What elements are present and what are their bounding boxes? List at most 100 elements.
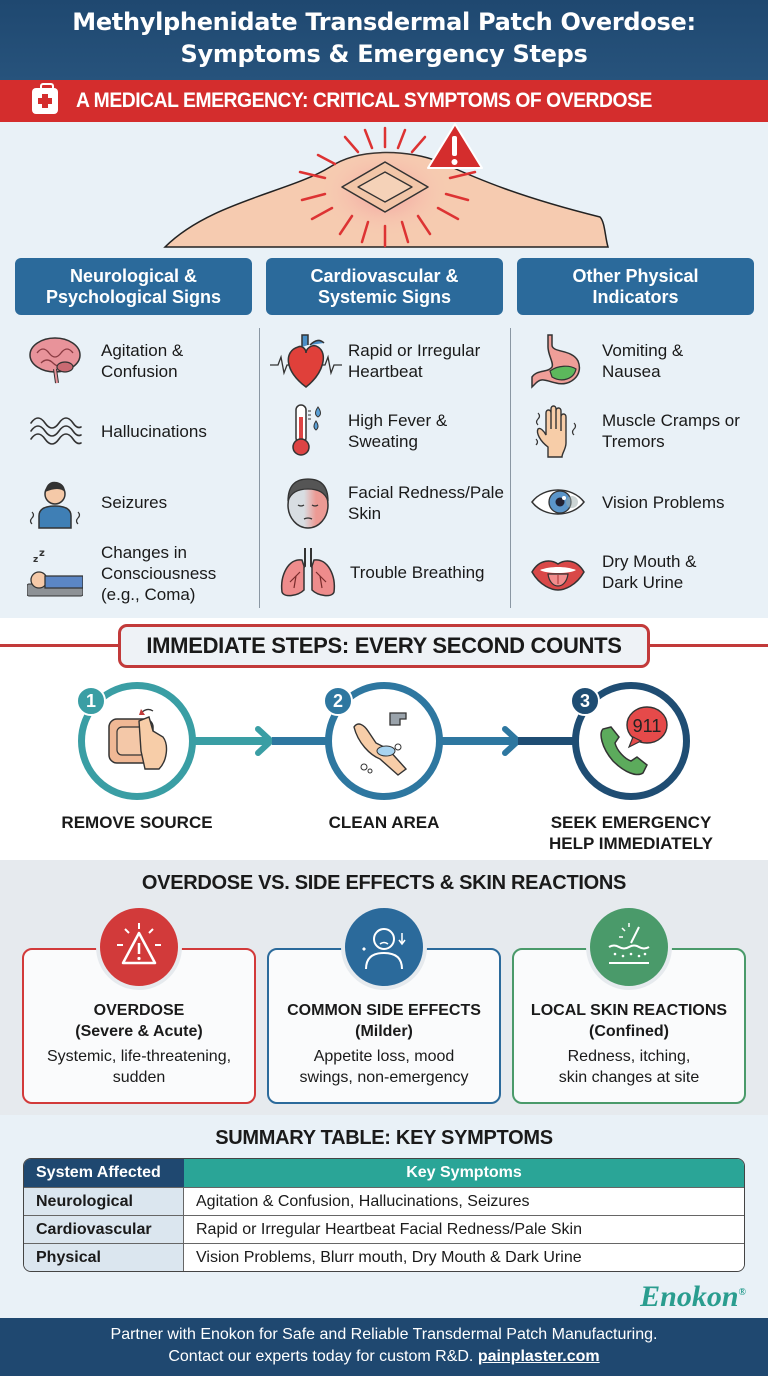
- footer-line-2-text: Contact our experts today for custom R&D…: [168, 1348, 474, 1365]
- symptom-label: Hallucinations: [101, 421, 207, 441]
- summary-title: SUMMARY TABLE: KEY SYMPTOMS: [215, 1127, 553, 1149]
- arrow-connector: [188, 737, 268, 745]
- symptom-fever: High Fever & Sweating: [282, 403, 468, 459]
- category-cardiovascular-header: Cardiovascular & Systemic Signs: [266, 258, 503, 315]
- table-header-row: System Affected Key Symptoms: [24, 1159, 744, 1187]
- stomach-icon: [530, 333, 586, 389]
- step-label: REMOVE SOURCE: [61, 813, 213, 832]
- brain-icon: [27, 333, 83, 389]
- table-cell-system: Cardiovascular: [24, 1215, 184, 1243]
- symptom-breathing: Trouble Breathing: [276, 544, 485, 600]
- card-description: Systemic, life-threatening, sudden: [46, 1048, 232, 1086]
- arrow-connector: [440, 737, 515, 745]
- table-row: Physical Vision Problems, Blurr mouth, D…: [24, 1243, 744, 1271]
- symptom-heartbeat: Rapid or Irregular Heartbeat: [270, 333, 488, 389]
- symptom-label: High Fever & Sweating: [348, 411, 448, 451]
- brand-name: Enokon: [640, 1280, 739, 1313]
- website-link[interactable]: painplaster.com: [477, 1348, 600, 1365]
- card-subtitle: (Confined): [589, 1023, 669, 1040]
- svg-text:z: z: [39, 548, 45, 559]
- symptom-label: Vision Problems: [602, 492, 725, 512]
- card-title: OVERDOSE: [93, 1002, 185, 1019]
- column-header: System Affected: [24, 1159, 184, 1187]
- table-cell-symptoms: Vision Problems, Blurr mouth, Dry Mouth …: [184, 1243, 744, 1271]
- step-2-clean-area: [325, 682, 443, 800]
- warning-triangle-icon: [96, 904, 182, 990]
- card-title: LOCAL SKIN REACTIONS: [530, 1002, 728, 1019]
- waves-icon: [27, 403, 83, 459]
- patch-on-skin-warning-icon: [163, 123, 610, 248]
- emergency-banner: A MEDICAL EMERGENCY: CRITICAL SYMPTOMS O…: [0, 80, 768, 122]
- column-header: Key Symptoms: [184, 1159, 744, 1187]
- category-physical-header: Other Physical Indicators: [517, 258, 754, 315]
- title-line-1: Methylphenidate Transdermal Patch Overdo…: [72, 8, 696, 36]
- symptom-hallucinations: Hallucinations: [27, 403, 207, 459]
- mouth-icon: [530, 544, 586, 600]
- table-cell-system: Physical: [24, 1243, 184, 1271]
- phone-911-icon: 911: [600, 706, 668, 776]
- brand-logo: Enokon®: [640, 1280, 746, 1314]
- steps-title: IMMEDIATE STEPS: EVERY SECOND COUNTS: [118, 624, 650, 668]
- page-title: Methylphenidate Transdermal Patch Overdo…: [0, 6, 768, 70]
- first-aid-kit-icon: [32, 83, 58, 114]
- symptom-label: Facial Redness/Pale Skin: [348, 483, 504, 523]
- registered-mark: ®: [738, 1287, 746, 1298]
- page-header: Methylphenidate Transdermal Patch Overdo…: [0, 0, 768, 80]
- sad-person-icon: [341, 904, 427, 990]
- summary-table: System Affected Key Symptoms Neurologica…: [23, 1158, 745, 1272]
- skin-layers-icon: [586, 904, 672, 990]
- card-description: Appetite loss, mood swings, non-emergenc…: [299, 1048, 469, 1086]
- symptom-label: Trouble Breathing: [350, 562, 485, 582]
- shaking-person-icon: [27, 474, 83, 530]
- card-description: Redness, itching, skin changes at site: [558, 1048, 700, 1086]
- table-row: Cardiovascular Rapid or Irregular Heartb…: [24, 1215, 744, 1243]
- card-title: COMMON SIDE EFFECTS: [287, 1002, 481, 1019]
- step-number-badge: 2: [323, 686, 353, 716]
- footer-line-2: Contact our experts today for custom R&D…: [0, 1346, 768, 1368]
- symptom-label: Muscle Cramps or Tremors: [602, 411, 740, 451]
- table-cell-symptoms: Agitation & Confusion, Hallucinations, S…: [184, 1187, 744, 1215]
- symptom-tremors: Muscle Cramps or Tremors: [530, 403, 742, 459]
- banner-text: A MEDICAL EMERGENCY: CRITICAL SYMPTOMS O…: [76, 89, 652, 112]
- symptom-label: Vomiting & Nausea: [602, 341, 684, 381]
- symptom-label: Dry Mouth & Dark Urine: [602, 552, 697, 592]
- symptom-dry-mouth: Dry Mouth & Dark Urine: [530, 544, 712, 600]
- step-number-badge: 3: [570, 686, 600, 716]
- symptom-vomiting: Vomiting & Nausea: [530, 333, 712, 389]
- step-number-badge: 1: [76, 686, 106, 716]
- table-cell-symptoms: Rapid or Irregular Heartbeat Facial Redn…: [184, 1215, 744, 1243]
- face-icon: [280, 475, 336, 531]
- symptom-label: Rapid or Irregular Heartbeat: [348, 341, 481, 381]
- table-cell-system: Neurological: [24, 1187, 184, 1215]
- step-label: CLEAN AREA: [328, 813, 440, 832]
- lungs-icon: [276, 544, 340, 600]
- shaking-hand-icon: [530, 403, 586, 459]
- heart-icon: [270, 333, 342, 389]
- symptom-label: Agitation & Confusion: [101, 341, 184, 381]
- symptom-label: Changes in Consciousness (e.g., Coma): [101, 543, 217, 604]
- symptom-label: Seizures: [101, 492, 168, 512]
- step-label: SEEK EMERGENCY HELP IMMEDIATELY: [548, 813, 714, 853]
- footer-line-1: Partner with Enokon for Safe and Reliabl…: [110, 1326, 658, 1343]
- card-subtitle: (Milder): [355, 1023, 413, 1040]
- arrow-connector: [272, 737, 332, 745]
- table-row: Neurological Agitation & Confusion, Hall…: [24, 1187, 744, 1215]
- symptom-seizures: Seizures: [27, 474, 167, 530]
- category-neurological-header: Neurological & Psychological Signs: [15, 258, 252, 315]
- 911-text: 911: [633, 716, 662, 736]
- title-line-2: Symptoms & Emergency Steps: [180, 40, 588, 68]
- symptom-vision: Vision Problems: [530, 474, 725, 530]
- peel-patch-icon: [108, 708, 168, 770]
- column-divider: [259, 328, 260, 608]
- svg-text:z: z: [33, 555, 38, 565]
- wash-hands-icon: [353, 712, 408, 776]
- card-subtitle: (Severe & Acute): [75, 1023, 203, 1040]
- symptom-facial-redness: Facial Redness/Pale Skin: [280, 475, 508, 531]
- footer: Partner with Enokon for Safe and Reliabl…: [0, 1318, 768, 1376]
- column-divider: [510, 328, 511, 608]
- card-skin-reactions: LOCAL SKIN REACTIONS (Confined) Redness,…: [512, 948, 746, 1104]
- eye-icon: [530, 474, 586, 530]
- thermometer-icon: [282, 403, 338, 459]
